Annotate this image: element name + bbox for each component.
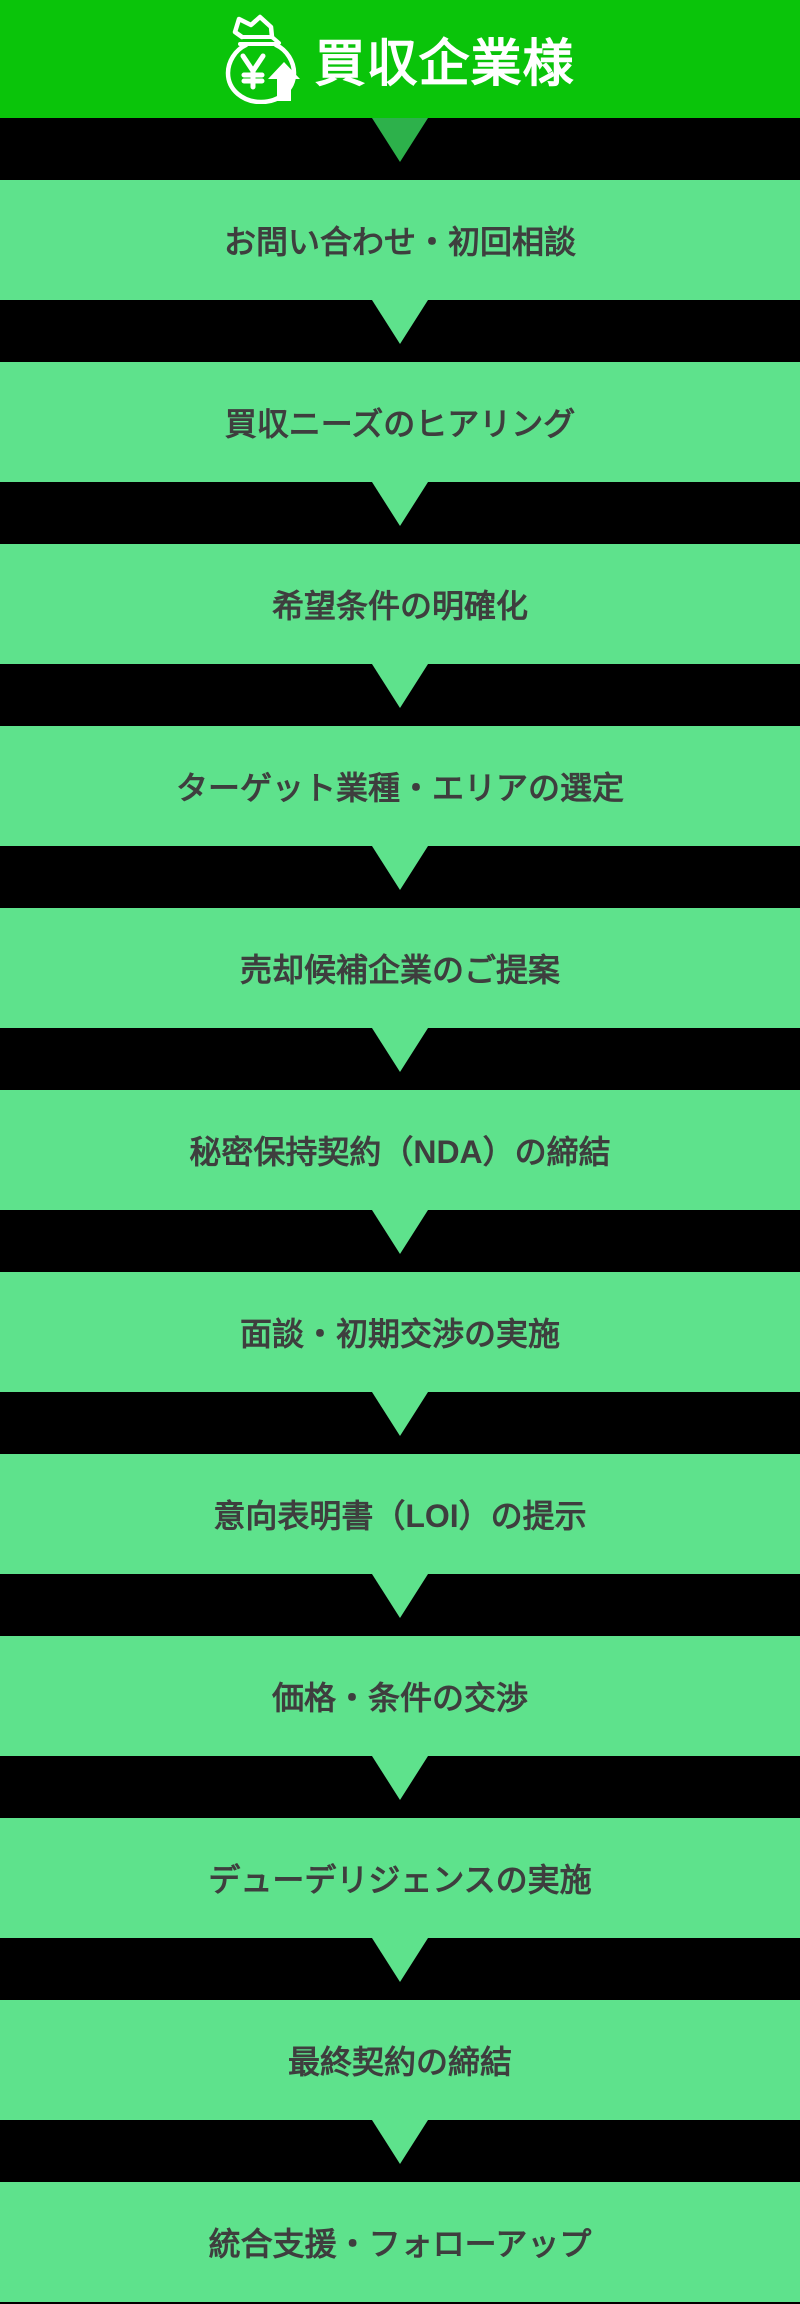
flow-step-band: ターゲット業種・エリアの選定 — [0, 726, 800, 846]
flow-header-title: 買収企業様 — [314, 35, 575, 92]
step-connector — [0, 846, 800, 908]
arrow-down-icon — [372, 300, 428, 344]
flow-step-band: デューデリジェンスの実施 — [0, 1818, 800, 1938]
arrow-down-icon — [372, 664, 428, 708]
step-connector — [0, 1756, 800, 1818]
flow-step-11: 最終契約の締結 — [0, 1938, 800, 2120]
flow-step-label: 統合支援・フォローアップ — [208, 2226, 592, 2262]
arrow-down-icon — [372, 1756, 428, 1800]
flow-step-6: 秘密保持契約（NDA）の締結 — [0, 1028, 800, 1210]
flow-step-band: お問い合わせ・初回相談 — [0, 180, 800, 300]
flow-step-5: 売却候補企業のご提案 — [0, 846, 800, 1028]
step-connector — [0, 2120, 800, 2182]
arrow-down-icon — [372, 482, 428, 526]
flow-step-label: 買収ニーズのヒアリング — [224, 406, 576, 442]
flow-step-label: 意向表明書（LOI）の提示 — [213, 1498, 587, 1534]
arrow-down-icon — [372, 846, 428, 890]
flow-step-4: ターゲット業種・エリアの選定 — [0, 664, 800, 846]
flow-step-band: 最終契約の締結 — [0, 2000, 800, 2120]
flow-step-3: 希望条件の明確化 — [0, 482, 800, 664]
arrow-down-icon — [372, 1574, 428, 1618]
arrow-down-icon — [372, 2120, 428, 2164]
arrow-down-icon — [372, 1210, 428, 1254]
flow-header: 買収企業様 — [0, 0, 800, 118]
flow-step-band: 売却候補企業のご提案 — [0, 908, 800, 1028]
flow-step-label: お問い合わせ・初回相談 — [223, 224, 576, 260]
flow-step-band: 希望条件の明確化 — [0, 544, 800, 664]
arrow-down-icon — [372, 118, 428, 162]
flow-step-2: 買収ニーズのヒアリング — [0, 300, 800, 482]
flow-step-label: 秘密保持契約（NDA）の締結 — [189, 1134, 611, 1170]
flow-step-label: 希望条件の明確化 — [271, 588, 528, 624]
flow-step-8: 意向表明書（LOI）の提示 — [0, 1392, 800, 1574]
flow-step-band: 意向表明書（LOI）の提示 — [0, 1454, 800, 1574]
flow-step-label: 面談・初期交渉の実施 — [239, 1316, 560, 1352]
flow-step-label: 最終契約の締結 — [287, 2044, 512, 2080]
step-connector — [0, 1392, 800, 1454]
flow-step-10: デューデリジェンスの実施 — [0, 1756, 800, 1938]
money-bag-icon — [225, 14, 301, 104]
flow-step-band: 価格・条件の交渉 — [0, 1636, 800, 1756]
step-connector — [0, 1574, 800, 1636]
flow-step-band: 面談・初期交渉の実施 — [0, 1272, 800, 1392]
step-connector — [0, 664, 800, 726]
step-connector — [0, 300, 800, 362]
flow-step-band: 統合支援・フォローアップ — [0, 2182, 800, 2302]
step-connector — [0, 482, 800, 544]
flow-step-band: 秘密保持契約（NDA）の締結 — [0, 1090, 800, 1210]
flow-step-label: ターゲット業種・エリアの選定 — [175, 770, 624, 806]
flow-step-9: 価格・条件の交渉 — [0, 1574, 800, 1756]
step-connector — [0, 1028, 800, 1090]
flow-step-label: 売却候補企業のご提案 — [239, 952, 560, 988]
step-connector — [0, 1938, 800, 2000]
flow-step-band: 買収ニーズのヒアリング — [0, 362, 800, 482]
flow-step-12: 統合支援・フォローアップ — [0, 2120, 800, 2302]
arrow-down-icon — [372, 1938, 428, 1982]
arrow-down-icon — [372, 1028, 428, 1072]
flow-step-label: 価格・条件の交渉 — [271, 1680, 528, 1716]
flow-step-7: 面談・初期交渉の実施 — [0, 1210, 800, 1392]
flow-step-label: デューデリジェンスの実施 — [208, 1862, 592, 1898]
arrow-down-icon — [372, 1392, 428, 1436]
step-connector — [0, 118, 800, 180]
flow-step-1: お問い合わせ・初回相談 — [0, 118, 800, 300]
step-connector — [0, 1210, 800, 1272]
